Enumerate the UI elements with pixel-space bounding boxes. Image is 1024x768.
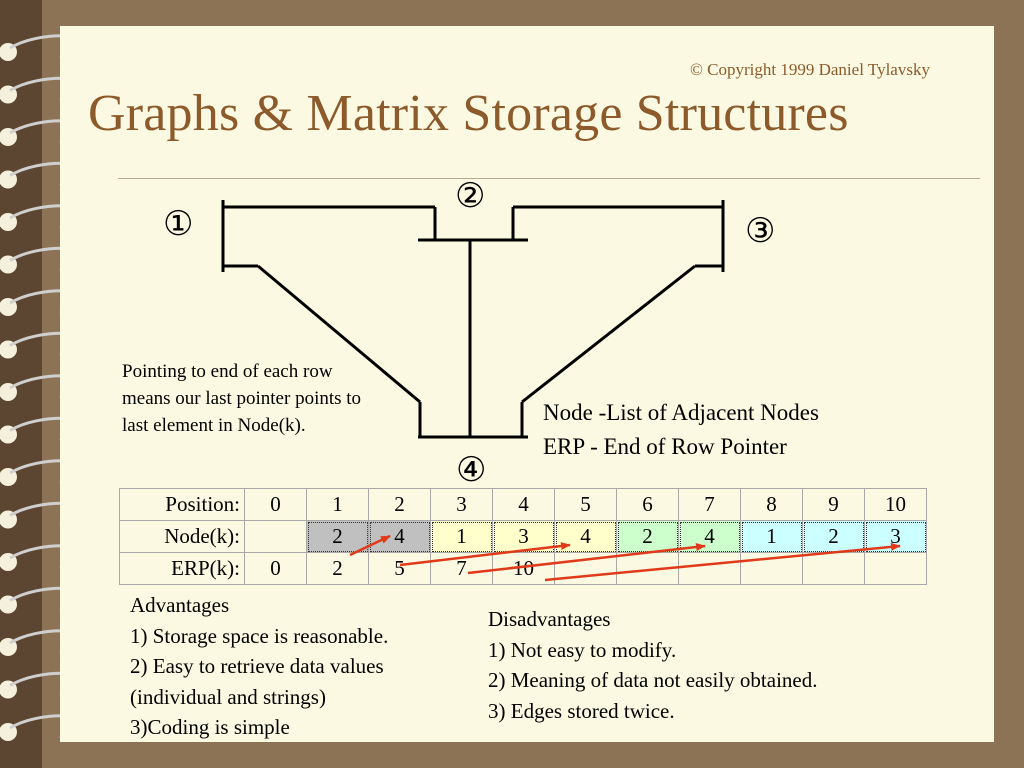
list-item: 1) Not easy to modify. [488,637,677,662]
node-cell: 4 [678,520,741,553]
list-item: 1) Storage space is reasonable. [130,623,389,648]
page-title: Graphs & Matrix Storage Structures [88,85,849,142]
position-cell: 3 [430,488,493,521]
node-cell: 3 [864,520,927,553]
row-label-node: Node(k): [119,520,245,553]
node-cell: 1 [430,520,493,553]
position-cell: 2 [368,488,431,521]
position-cell: 1 [306,488,369,521]
erp-cell [616,552,679,585]
erp-cell: 0 [244,552,307,585]
erp-cell: 10 [492,552,555,585]
table-row-position: Position: 0 1 2 3 4 5 6 7 8 9 10 [119,488,927,521]
node-cell: 2 [616,520,679,553]
node-cell: 3 [492,520,555,553]
copyright-notice: © Copyright 1999 Daniel Tylavsky [690,60,930,79]
legend-erp: ERP - End of Row Pointer [543,434,787,459]
table-row-erp: ERP(k): 0 2 5 7 10 [119,552,927,585]
position-cell: 8 [740,488,803,521]
position-cell: 4 [492,488,555,521]
erp-cell [678,552,741,585]
node-cell: 4 [554,520,617,553]
node-cell: 2 [306,520,369,553]
erp-cell: 2 [306,552,369,585]
node-cell: 4 [368,520,431,553]
erp-cell [864,552,927,585]
legend-node: Node -List of Adjacent Nodes [543,400,819,425]
list-item: (individual and strings) [130,684,326,709]
node-marker-1: ① [163,206,194,243]
position-cell: 5 [554,488,617,521]
pointer-note: Pointing to end of each row means our la… [122,361,362,436]
list-item: 3) Edges stored twice. [488,698,675,723]
advantages-list: Advantages 1) Storage space is reasonabl… [130,590,388,743]
erp-cell [802,552,865,585]
table-row-node: Node(k): 2 4 1 3 4 2 4 1 2 3 [119,520,927,553]
node-cell [244,520,307,553]
node-marker-2: ② [455,178,486,215]
legend: Node -List of Adjacent Nodes ERP - End o… [543,396,819,464]
position-cell: 7 [678,488,741,521]
node-marker-3: ③ [745,213,776,250]
advantages-heading: Advantages [130,593,230,617]
position-cell: 9 [802,488,865,521]
erp-cell [740,552,803,585]
erp-cell: 7 [430,552,493,585]
erp-cell: 5 [368,552,431,585]
erp-cell [554,552,617,585]
disadvantages-list: Disadvantages 1) Not easy to modify. 2) … [488,604,818,726]
position-cell: 6 [616,488,679,521]
list-item: 2) Meaning of data not easily obtained. [488,668,818,692]
list-item: 2) Easy to retrieve data values [130,654,384,678]
storage-table: Position: 0 1 2 3 4 5 6 7 8 9 10 Node(k)… [119,488,927,585]
node-cell: 1 [740,520,803,553]
position-cell: 10 [864,488,927,521]
disadvantages-heading: Disadvantages [488,607,611,631]
row-label-position: Position: [119,488,245,521]
row-label-erp: ERP(k): [119,552,245,585]
node-marker-4: ④ [456,452,487,489]
position-cell: 0 [244,488,307,521]
list-item: 3)Coding is simple [130,715,290,739]
node-cell: 2 [802,520,865,553]
title-divider [118,178,980,179]
